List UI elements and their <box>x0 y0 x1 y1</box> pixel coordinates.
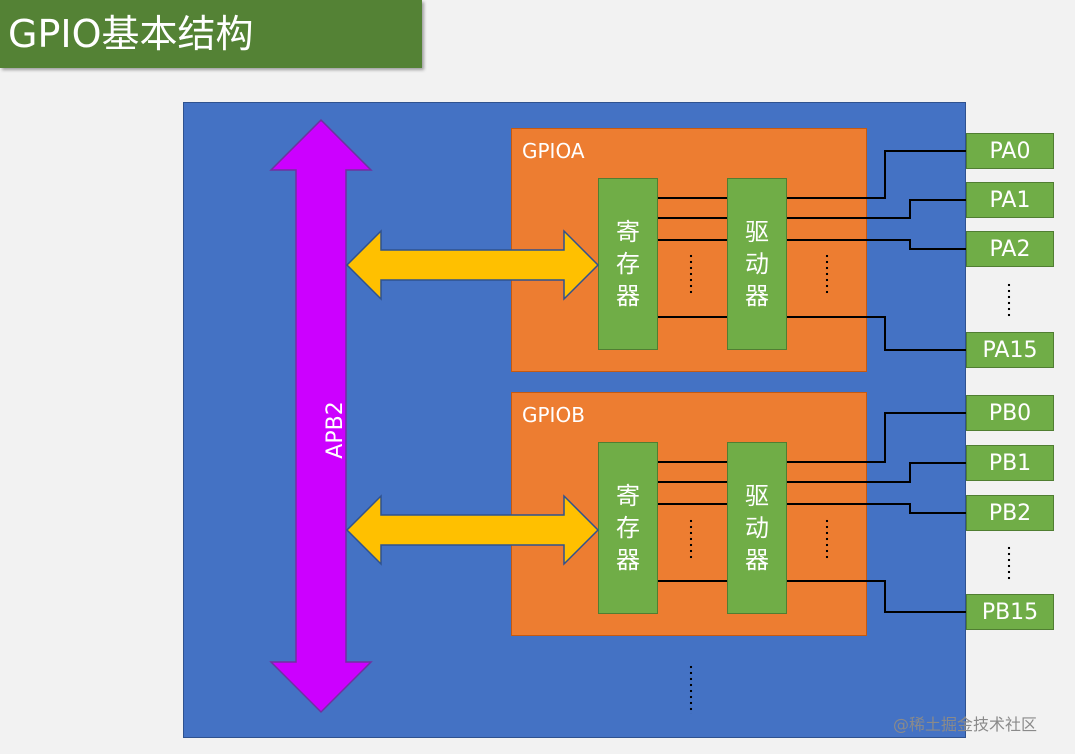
gpioa-pin-wire <box>787 316 966 351</box>
gpioa-pin-wire <box>787 150 966 199</box>
pin-pa1: PA1 <box>966 182 1054 218</box>
pin-pa15: PA15 <box>966 332 1054 368</box>
gpiob-pin-wire <box>787 412 966 463</box>
gpiob-data-arrow <box>345 494 600 566</box>
gpioa-pin-wire <box>787 239 966 250</box>
port-gpioa-label: GPIOA <box>522 139 585 163</box>
pin-pb2: PB2 <box>966 495 1054 531</box>
pin-pb15: PB15 <box>966 594 1054 630</box>
gpioa-pin-ellipsis <box>1007 282 1011 318</box>
gpioa-register-label: 寄存器 <box>616 218 640 310</box>
gpiob-pin-wire <box>787 580 966 613</box>
title-bar: GPIO基本结构 <box>0 0 422 68</box>
gpioa-pin-wire <box>787 199 966 219</box>
gpiob-driver-label: 驱动器 <box>745 482 769 574</box>
port-gpiob-label: GPIOB <box>522 403 585 427</box>
gpioa-driver-block: 驱动器 <box>727 178 787 350</box>
gpiob-register-ellipsis <box>689 518 693 560</box>
gpioa-register-ellipsis <box>689 253 693 295</box>
page-title: GPIO基本结构 <box>8 12 254 56</box>
watermark: @稀土掘金技术社区 <box>893 715 1038 734</box>
gpiob-driver-ellipsis <box>825 518 829 560</box>
pin-pb0: PB0 <box>966 395 1054 431</box>
apb2-bus-arrow <box>269 118 373 714</box>
pin-pa0: PA0 <box>966 133 1054 169</box>
gpiob-driver-block: 驱动器 <box>727 442 787 614</box>
pin-pb1: PB1 <box>966 445 1054 481</box>
gpioa-driver-label: 驱动器 <box>745 218 769 310</box>
apb2-bus-label: APB2 <box>323 401 348 459</box>
gpiob-register-label: 寄存器 <box>616 482 640 574</box>
gpiob-register-block: 寄存器 <box>598 442 658 614</box>
gpiob-pin-ellipsis <box>1007 545 1011 581</box>
gpiob-pin-wire <box>787 462 966 483</box>
more-ports-ellipsis <box>689 664 693 714</box>
gpioa-data-arrow <box>345 229 600 301</box>
gpioa-register-block: 寄存器 <box>598 178 658 350</box>
gpiob-pin-wire <box>787 503 966 514</box>
pin-pa2: PA2 <box>966 231 1054 267</box>
gpioa-driver-ellipsis <box>825 253 829 295</box>
